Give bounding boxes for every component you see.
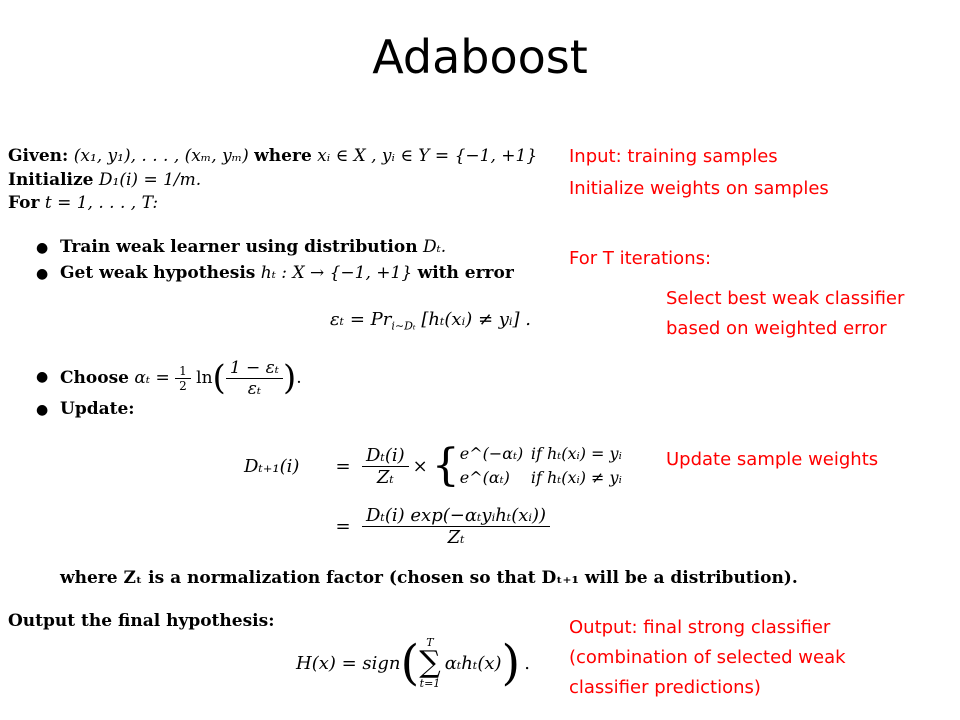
note-output-1: Output: final strong classifier [569, 617, 831, 638]
given-expr: (x₁, y₁), . . . , (xₘ, yₘ) [73, 146, 249, 166]
cases: e^(−αₜ) if hₜ(xᵢ) = yᵢ e^(αₜ) if hₜ(xᵢ) … [460, 442, 622, 490]
sigma-icon: ∑ [419, 645, 441, 680]
choose-end: . [296, 368, 302, 388]
sum-operator: T ∑ t=1 [419, 637, 440, 689]
for-line: For t = 1, . . . , T: [8, 193, 158, 213]
final-end: . [524, 652, 530, 674]
slide-title: Adaboost [372, 30, 588, 84]
case2-val: e^(αₜ) [459, 468, 510, 487]
final-paren-right: ) [501, 635, 521, 691]
update-eq: = [335, 455, 351, 477]
choose-text: Choose [60, 368, 129, 388]
final-lhs: H(x) = sign [296, 652, 401, 674]
train-text: Train weak learner using distribution [60, 237, 418, 257]
update-lhs: Dₜ₊₁(i) [244, 455, 300, 477]
update2-den: Zₜ [447, 526, 465, 548]
sum-top: T [426, 636, 434, 649]
where-line: where Zₜ is a normalization factor (chos… [60, 568, 798, 588]
bullet-icon: ● [36, 369, 49, 385]
case-2: e^(αₜ) if hₜ(xᵢ) ≠ yᵢ [460, 466, 622, 490]
error-sub: i∼Dₜ [391, 319, 416, 333]
final-paren-left: ( [400, 635, 420, 691]
case1-cond: if hₜ(xᵢ) = yᵢ [530, 444, 622, 463]
given-cond: xᵢ ∈ X , yᵢ ∈ Y = {−1, +1} [317, 146, 538, 166]
error-equation: εₜ = Pri∼Dₜ [hₜ(xᵢ) ≠ yᵢ] . [330, 309, 531, 333]
brace-left: { [431, 440, 460, 491]
update-text: Update: [60, 399, 135, 419]
given-where: where [254, 146, 312, 166]
choose-line: Choose αₜ = 1 2 ln ( 1 − εₜ εₜ ) . [60, 350, 302, 406]
choose-ln: ln [196, 368, 213, 388]
hyp-text: Get weak hypothesis [60, 263, 256, 283]
paren-right: ) [283, 358, 297, 398]
update-frac-num: Dₜ(i) [362, 445, 409, 467]
hyp-suffix: with error [417, 263, 514, 283]
bullet-icon: ● [36, 240, 49, 256]
update-fraction: Dₜ(i) Zₜ [362, 445, 409, 488]
output-line: Output the final hypothesis: [8, 611, 274, 631]
update-times: × [412, 455, 428, 477]
train-line: Train weak learner using distribution Dₜ… [60, 237, 446, 257]
choose-num: 1 − εₜ [225, 358, 283, 379]
case-1: e^(−αₜ) if hₜ(xᵢ) = yᵢ [460, 442, 622, 466]
given-label: Given: [8, 146, 69, 166]
where-text: where Zₜ is a normalization factor (chos… [60, 568, 798, 588]
init-expr: D₁(i) = 1/m. [98, 170, 202, 190]
hypothesis-line: Get weak hypothesis hₜ : X → {−1, +1} wi… [60, 263, 514, 283]
for-label: For [8, 193, 40, 213]
error-rhs: [hₜ(xᵢ) ≠ yᵢ] . [421, 309, 532, 330]
given-line: Given: (x₁, y₁), . . . , (xₘ, yₘ) where … [8, 146, 537, 166]
half-den: 2 [179, 378, 187, 393]
sum-bottom: t=1 [419, 677, 441, 690]
choose-den: εₜ [247, 378, 262, 399]
bullet-icon: ● [36, 402, 49, 418]
init-line: Initialize D₁(i) = 1/m. [8, 170, 201, 190]
half-fraction: 1 2 [175, 364, 191, 393]
choose-fraction: 1 − εₜ εₜ [225, 358, 283, 399]
note-input: Input: training samples [569, 146, 778, 167]
note-update: Update sample weights [666, 449, 879, 470]
update2-eq: = [335, 515, 351, 537]
choose-lhs: αₜ = [134, 368, 170, 388]
half-num: 1 [175, 364, 191, 379]
note-init: Initialize weights on samples [569, 178, 829, 199]
init-label: Initialize [8, 170, 94, 190]
note-iterations: For T iterations: [569, 248, 712, 269]
update-frac-den: Zₜ [376, 466, 394, 488]
note-output-2: (combination of selected weak [569, 647, 846, 668]
for-expr: t = 1, . . . , T: [44, 193, 159, 213]
hyp-expr: hₜ : X → {−1, +1} [260, 263, 413, 283]
bullet-icon: ● [36, 266, 49, 282]
final-term: αₜhₜ(x) [444, 652, 502, 674]
train-dist: Dₜ. [422, 237, 447, 257]
case1-val: e^(−αₜ) [459, 444, 524, 463]
update2-num: Dₜ(i) exp(−αₜyᵢhₜ(xᵢ)) [362, 505, 551, 527]
update-line: Update: [60, 399, 135, 419]
case2-cond: if hₜ(xᵢ) ≠ yᵢ [530, 468, 622, 487]
error-lhs: εₜ = Pr [330, 309, 392, 330]
update-equation: Dₜ₊₁(i) = Dₜ(i) Zₜ × { e^(−αₜ) if hₜ(xᵢ)… [244, 436, 622, 496]
update-equation-2: = Dₜ(i) exp(−αₜyᵢhₜ(xᵢ)) Zₜ [324, 498, 551, 554]
note-output-3: classifier predictions) [569, 677, 761, 698]
note-select-2: based on weighted error [666, 318, 887, 339]
output-label: Output the final hypothesis: [8, 611, 275, 631]
paren-left: ( [212, 358, 226, 398]
note-select-1: Select best weak classifier [666, 288, 905, 309]
update2-fraction: Dₜ(i) exp(−αₜyᵢhₜ(xᵢ)) Zₜ [362, 505, 551, 548]
final-equation: H(x) = sign ( T ∑ t=1 αₜhₜ(x) ) . [296, 628, 530, 698]
